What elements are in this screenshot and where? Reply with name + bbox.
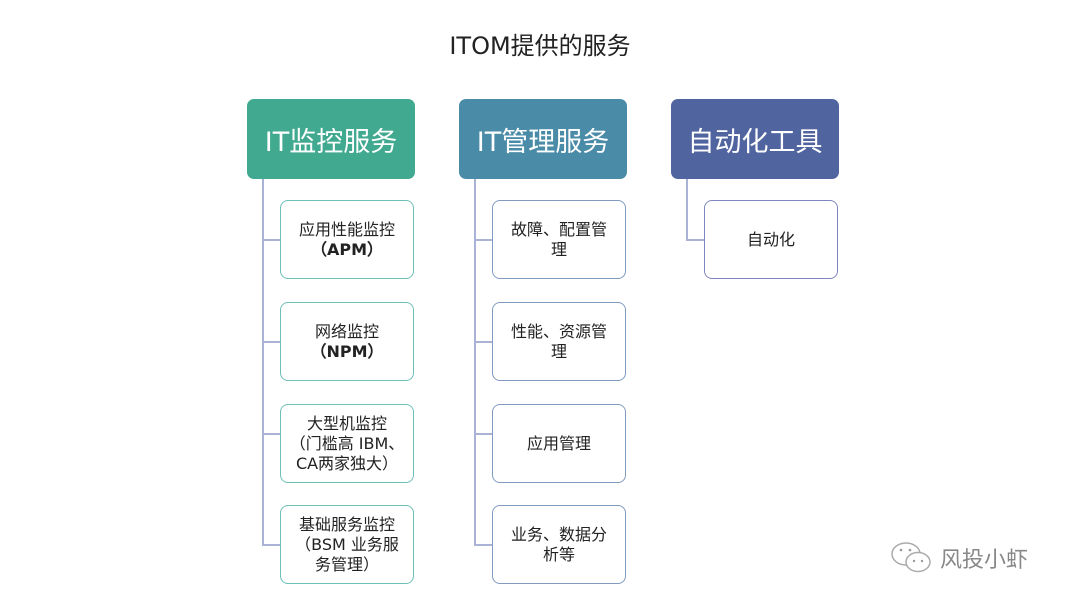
connector bbox=[474, 341, 492, 343]
node-text: 故障、配置管 bbox=[510, 219, 607, 239]
watermark: 风投小虾 bbox=[890, 540, 1028, 576]
node-text: （APM） bbox=[310, 239, 384, 259]
connector bbox=[474, 544, 492, 546]
connector bbox=[686, 239, 704, 241]
node-text: （门槛高 IBM、 bbox=[289, 433, 405, 453]
connector bbox=[474, 179, 476, 546]
node-npm: 网络监控（NPM） bbox=[280, 302, 414, 381]
node-text: 应用管理 bbox=[526, 433, 591, 453]
node-text: （NPM） bbox=[310, 341, 384, 361]
node-mainframe: 大型机监控（门槛高 IBM、CA两家独大） bbox=[280, 404, 414, 483]
connector bbox=[262, 239, 280, 241]
node-automation: 自动化 bbox=[704, 200, 838, 279]
node-business-data: 业务、数据分析等 bbox=[492, 505, 626, 584]
node-text: 性能、资源管 bbox=[510, 321, 607, 341]
connector bbox=[474, 239, 492, 241]
node-text: 自动化 bbox=[746, 229, 795, 249]
diagram-title: ITOM提供的服务 bbox=[449, 32, 631, 60]
connector bbox=[262, 341, 280, 343]
node-text: 业务、数据分 bbox=[510, 524, 607, 544]
node-text: 理 bbox=[550, 239, 567, 259]
header-it-management: IT管理服务 bbox=[459, 99, 627, 179]
connector bbox=[686, 179, 688, 241]
connector bbox=[474, 433, 492, 435]
node-fault-config: 故障、配置管理 bbox=[492, 200, 626, 279]
node-text: 理 bbox=[550, 341, 567, 361]
node-text: 网络监控 bbox=[314, 321, 379, 341]
connector bbox=[262, 544, 280, 546]
connector bbox=[262, 179, 264, 546]
node-performance-resource: 性能、资源管理 bbox=[492, 302, 626, 381]
node-bsm: 基础服务监控（BSM 业务服务管理） bbox=[280, 505, 414, 584]
node-text: （BSM 业务服 bbox=[295, 534, 399, 554]
wechat-icon bbox=[891, 542, 931, 573]
node-text: 应用性能监控 bbox=[298, 219, 395, 239]
node-text: 务管理） bbox=[314, 554, 379, 574]
node-apm: 应用性能监控（APM） bbox=[280, 200, 414, 279]
connector bbox=[262, 433, 280, 435]
header-automation-tools: 自动化工具 bbox=[671, 99, 839, 179]
node-text: 基础服务监控 bbox=[298, 514, 395, 534]
watermark-text: 风投小虾 bbox=[940, 548, 1029, 573]
header-it-monitoring: IT监控服务 bbox=[247, 99, 415, 179]
node-app-management: 应用管理 bbox=[492, 404, 626, 483]
node-text: 析等 bbox=[542, 544, 575, 564]
node-text: CA两家独大） bbox=[295, 453, 399, 473]
node-text: 大型机监控 bbox=[306, 413, 387, 433]
